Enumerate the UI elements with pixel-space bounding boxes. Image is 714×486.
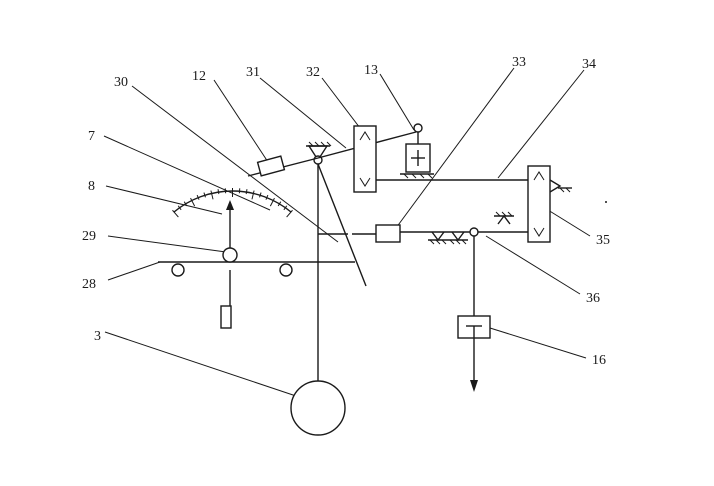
- leader-34: [497, 69, 585, 179]
- label-34: 34: [582, 57, 596, 72]
- counterweight-12: [256, 155, 286, 177]
- frame-35: [527, 165, 572, 243]
- label-32: 32: [306, 65, 320, 80]
- dial-tick: [286, 209, 293, 218]
- leader-30: [131, 85, 339, 243]
- label-16: 16: [592, 353, 606, 368]
- pendulum-assembly: [247, 131, 417, 436]
- roller-29: [222, 247, 238, 263]
- lever-33-36: [352, 211, 528, 316]
- dial-tick: [190, 197, 196, 207]
- dial-tick: [269, 197, 275, 207]
- frame-32: [353, 125, 528, 193]
- label-31: 31: [246, 65, 260, 80]
- label-8: 8: [88, 179, 95, 194]
- leader-36: [485, 235, 581, 295]
- dial-tick: [265, 194, 269, 200]
- dial-tick: [245, 189, 248, 195]
- label-7: 7: [88, 129, 95, 144]
- dial-tick: [283, 205, 288, 211]
- dial-tick: [259, 192, 262, 198]
- pivot-36: [469, 227, 479, 237]
- dial-tick: [217, 189, 220, 195]
- label-35: 35: [596, 233, 610, 248]
- scale-dial: [172, 188, 293, 252]
- label-12: 12: [192, 69, 206, 84]
- label-36: 36: [586, 291, 600, 306]
- label-13: 13: [364, 63, 378, 78]
- leader-29: [107, 235, 227, 253]
- dial-tick: [172, 209, 179, 218]
- labels: 3 7 8 12 13 16 28 29 30 31 32 33 34 35 3…: [82, 55, 610, 368]
- damper-13: [400, 123, 434, 179]
- label-29: 29: [82, 229, 96, 244]
- leader-13: [379, 73, 415, 131]
- leader-16: [489, 327, 587, 359]
- dial-tick: [277, 201, 282, 207]
- leader-12: [213, 79, 269, 163]
- dial-tick: [196, 194, 200, 200]
- dial-tick: [203, 192, 206, 198]
- stray-mark: [605, 201, 607, 203]
- pendulum-bob-3: [290, 380, 346, 436]
- label-28: 28: [82, 277, 96, 292]
- actuator-16: [457, 315, 491, 392]
- dial-tick: [177, 205, 182, 211]
- leader-7: [103, 135, 271, 211]
- leader-3: [104, 331, 297, 397]
- dial-tick: [210, 190, 214, 200]
- leader-8: [105, 185, 223, 215]
- leader-35: [547, 209, 591, 237]
- dial-tick: [251, 190, 255, 200]
- leader-lines: [103, 67, 591, 397]
- label-3: 3: [94, 329, 101, 344]
- label-33: 33: [512, 55, 526, 70]
- leader-31: [259, 77, 347, 149]
- label-30: 30: [114, 75, 128, 90]
- leader-28: [107, 261, 161, 281]
- conveyor: [158, 247, 355, 329]
- leader-32: [321, 77, 361, 129]
- block-33: [375, 224, 401, 243]
- dial-tick: [183, 201, 188, 207]
- leader-33: [395, 67, 515, 229]
